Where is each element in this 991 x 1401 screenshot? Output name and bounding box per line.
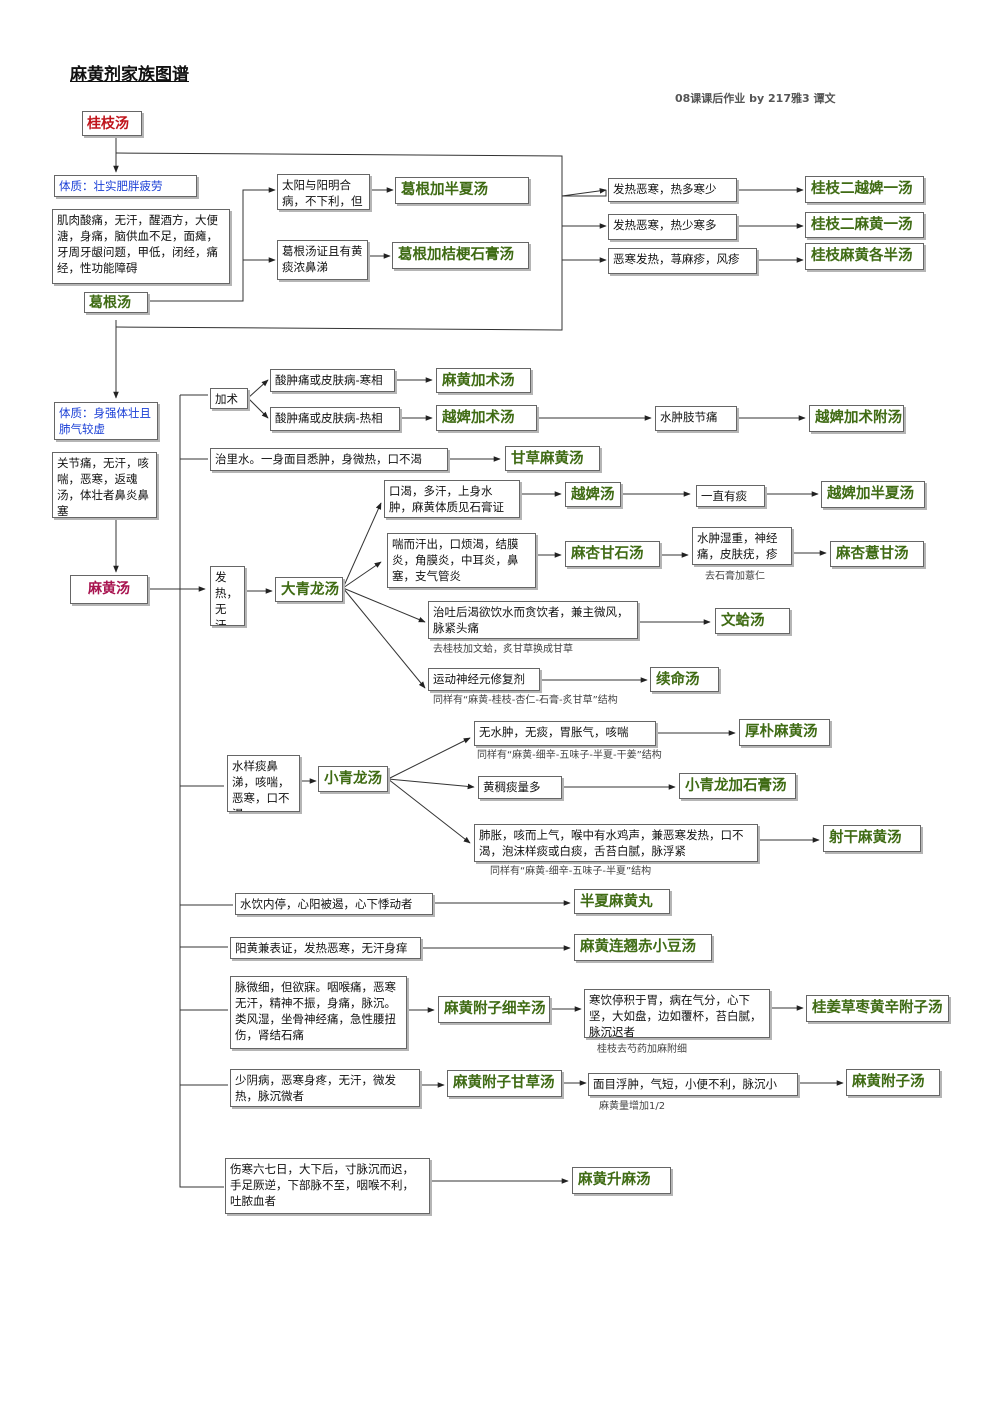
- cond-wheeze-sweat: 喘而汗出，口烦渴，结膜炎，角膜炎，中耳炎，鼻塞，支气管炎: [387, 533, 536, 588]
- formula-mahuang-fuzi: 麻黄附子汤: [846, 1069, 940, 1096]
- cond-shaoyin-disease: 少阴病，恶寒身疼，无汗，微发热，脉沉微者: [230, 1069, 420, 1107]
- note-wenge: 去桂枝加文蛤，炙甘草换成甘草: [433, 644, 573, 655]
- guizhi-symptoms: 肌肉酸痛，无汗，醒酒方，大便溏，身痛，脑供血不足，面瘫，牙周牙龈问题，甲低，闭经…: [52, 209, 230, 284]
- formula-gancao-mahuang: 甘草麻黄汤: [505, 446, 600, 471]
- formula-mahuang-fuzi-xixin: 麻黄附子细辛汤: [438, 996, 550, 1023]
- cond-fever-cold-more: 发热恶寒，热少寒多: [608, 214, 737, 240]
- cond-yang-jaundice: 阳黄兼表证，发热恶寒，无汗身痒: [230, 937, 421, 959]
- cond-dampness-wart: 水肿湿重，神经痛，皮肤疣，疹: [692, 527, 792, 565]
- formula-xiaoqinglong: 小青龙汤: [318, 766, 388, 792]
- cond-faint-pulse: 脉微细，但欲寐。咽喉痛，恶寒无汗，精神不振，身痛，脉沉。类风湿，坐骨神经痛，急性…: [230, 976, 407, 1049]
- cond-thirst-after-vomit: 治吐后渴欲饮水而贪饮者，兼主微风，脉紧头痛: [428, 601, 638, 639]
- formula-yuebi-jia-zhu-fu: 越婢加术附汤: [809, 405, 904, 432]
- formula-lianqiao-chixiaodou: 麻黄连翘赤小豆汤: [574, 934, 712, 961]
- cond-thick-yellow-phlegm: 黄稠痰量多: [478, 776, 562, 799]
- mahuang-constitution: 体质：身强体壮且肺气较虚: [54, 402, 158, 440]
- formula-yuebi-jia-banxia: 越婢加半夏汤: [821, 481, 925, 508]
- cond-no-edema-no-phlegm: 无水肿，无痰，胃胀气，咳喘: [474, 721, 656, 746]
- note-remove-shigao-add-yiren: 去石膏加薏仁: [705, 571, 765, 582]
- jia-zhu-label: 加术: [210, 388, 248, 409]
- cond-persistent-phlegm: 一直有痰: [696, 485, 765, 507]
- cond-palpitation: 水饮内停，心阳被遏，心下悸动者: [235, 893, 433, 915]
- cond-fever-no-sweat: 发热，无汗，烦躁: [210, 566, 245, 626]
- cond-cold-drink-stomach: 寒饮停积于胃，病在气分，心下坚，大如盘，边如覆杯，苔白腻，脉沉迟者: [584, 989, 770, 1038]
- mahuang-symptoms: 关节痛，无汗，咳喘，恶寒，返魂汤，体壮者鼻炎鼻塞: [52, 452, 157, 518]
- cond-thirst-sweat: 口渴，多汗，上身水肿，麻黄体质见石膏证: [384, 480, 520, 518]
- formula-mahuang-jia-zhu: 麻黄加术汤: [436, 368, 531, 393]
- root-mahuang-tang: 麻黄汤: [70, 575, 148, 604]
- cond-cold-pattern: 酸肿痛或皮肤病-寒相: [270, 369, 395, 392]
- note-mahuang-dose: 麻黄量增加1/2: [599, 1101, 666, 1112]
- cond-taiyang-yangming: 太阳与阳明合病，不下利，但呕者: [277, 174, 370, 210]
- formula-guizhi-mahuang-gebanT: 桂枝麻黄各半汤: [805, 243, 924, 270]
- formula-houpu-mahuang: 厚朴麻黄汤: [739, 719, 830, 746]
- formula-yuebi-jia-zhu: 越婢加术汤: [436, 405, 537, 431]
- formula-yuebi: 越婢汤: [565, 482, 621, 507]
- note-xuming-structure: 同样有“麻黄-桂枝-杏仁-石膏-炙甘草”结构: [433, 695, 618, 706]
- formula-xiaoqinglong-jia-shigao: 小青龙加石膏汤: [679, 773, 796, 799]
- formula-maxing-yigan: 麻杏薏甘汤: [830, 541, 924, 567]
- cond-motor-neuron: 运动神经元修复剂: [428, 668, 540, 691]
- cond-shanghan-six-seven-days: 伤寒六七日，大下后，寸脉沉而迟，手足厥逆，下部脉不至，咽喉不利，吐脓血者: [225, 1158, 430, 1214]
- formula-wenge: 文蛤汤: [715, 608, 790, 634]
- formula-shegan-mahuang: 射干麻黄汤: [823, 825, 921, 852]
- formula-maxing-shigan: 麻杏甘石汤: [565, 541, 660, 567]
- cond-gegen-yellow-phlegm: 葛根汤证且有黄痰浓鼻涕: [277, 240, 368, 280]
- formula-guizhi-er-mahuang-yi: 桂枝二麻黄一汤: [805, 212, 924, 238]
- cond-hot-pattern: 酸肿痛或皮肤病-热相: [270, 407, 400, 431]
- cond-face-edema: 面目浮肿，气短，小便不利，脉沉小: [588, 1073, 798, 1096]
- formula-daqinglong: 大青龙汤: [275, 577, 343, 602]
- formula-mahuang-shengma: 麻黄升麻汤: [572, 1167, 671, 1194]
- formula-guijiang-caozao-huangxin-fuzi: 桂姜草枣黄辛附子汤: [806, 995, 949, 1022]
- guizhi-constitution: 体质：壮实肥胖疲劳: [54, 175, 197, 197]
- cond-lung-distension: 肺胀，咳而上气，喉中有水鸡声，兼恶寒发热，口不渴，泡沫样痰或白痰，舌苔白腻，脉浮…: [474, 824, 758, 862]
- note-houpu-structure: 同样有“麻黄-细辛-五味子-半夏-干姜”结构: [477, 750, 662, 761]
- formula-banxia-mahuang-wan: 半夏麻黄丸: [574, 889, 670, 914]
- note-shegan-structure: 同样有“麻黄-细辛-五味子-半夏”结构: [490, 866, 652, 877]
- formula-xuming: 续命汤: [650, 667, 719, 692]
- formula-gegen-jiegeng-shigao: 葛根加桔梗石膏汤: [392, 242, 529, 269]
- cond-watery-phlegm: 水样痰鼻涕，咳喘，恶寒，口不渴: [227, 755, 300, 812]
- author-line: 08课课后作业 by 217雅3 谭文: [675, 92, 836, 105]
- formula-mahuang-fuzi-gancao: 麻黄附子甘草汤: [447, 1070, 562, 1097]
- root-guizhi-tang: 桂枝汤: [82, 111, 142, 136]
- page-title: 麻黄剂家族图谱: [70, 65, 189, 85]
- formula-guizhi-er-yuebi-yi: 桂枝二越婢一汤: [805, 176, 924, 203]
- gegen-tang: 葛根汤: [84, 292, 148, 313]
- cond-fever-heat-more: 发热恶寒，热多寒少: [608, 178, 737, 202]
- cond-edema-joint-pain: 水肿肢节痛: [655, 406, 737, 431]
- cond-urticaria: 恶寒发热，荨麻疹，风疹: [608, 248, 757, 274]
- cond-zhi-lishui: 治里水。一身面目悉肿，身微热，口不渴: [210, 448, 448, 471]
- formula-gegen-jia-banxia: 葛根加半夏汤: [395, 177, 529, 204]
- note-guizhi-qu-shaoyao: 桂枝去芍药加麻附细: [597, 1044, 687, 1055]
